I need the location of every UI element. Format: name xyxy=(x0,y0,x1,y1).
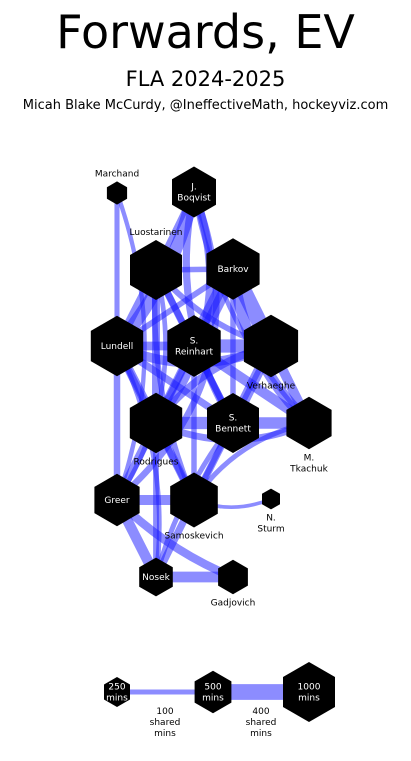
player-barkov: Barkov xyxy=(206,238,260,300)
player-hexagon xyxy=(243,314,299,378)
player-marchand: Marchand xyxy=(95,170,139,205)
player-label: Gadjovich xyxy=(211,598,256,608)
player-label: M.Tkachuk xyxy=(289,453,328,474)
chart-subtitle: FLA 2024-2025 xyxy=(125,67,286,91)
player-sturm: N.Sturm xyxy=(257,488,285,535)
legend-hexagon xyxy=(104,677,130,707)
player-bennett: S.Bennett xyxy=(207,393,259,453)
player-label: S.Reinhart xyxy=(175,337,214,358)
player-hexagon xyxy=(207,393,259,453)
player-hexagon xyxy=(94,473,140,527)
player-label: Barkov xyxy=(217,265,249,275)
player-hexagon xyxy=(286,396,332,450)
player-boqvist: J.Boqvist xyxy=(172,166,216,218)
player-lundell: Lundell xyxy=(90,315,144,377)
player-hexagon xyxy=(172,166,216,218)
player-nosek: Nosek xyxy=(139,557,173,597)
legend-hexagon xyxy=(283,662,335,722)
player-hexagon xyxy=(90,315,144,377)
player-tkachuk: M.Tkachuk xyxy=(286,396,332,474)
player-label: Rodrigues xyxy=(134,457,179,467)
player-luostarinen: Luostarinen xyxy=(130,228,183,300)
player-label: J.Boqvist xyxy=(177,183,211,204)
player-rodrigues: Rodrigues xyxy=(129,392,183,467)
player-hexagon xyxy=(139,557,173,597)
player-hexagon xyxy=(130,240,182,300)
player-verhaeghe: Verhaeghe xyxy=(243,314,299,392)
player-gadjovich: Gadjovich xyxy=(211,559,256,608)
player-label: Samoskevich xyxy=(164,532,223,542)
player-greer: Greer xyxy=(94,473,140,527)
player-hexagon xyxy=(206,238,260,300)
player-reinhart: S.Reinhart xyxy=(167,315,221,377)
player-label: N.Sturm xyxy=(257,514,284,535)
player-label: S.Bennett xyxy=(215,414,251,435)
player-label: Luostarinen xyxy=(130,228,183,238)
player-label: Marchand xyxy=(95,170,139,180)
player-label: Verhaeghe xyxy=(247,382,296,392)
node-layer: MarchandJ.BoqvistLuostarinenBarkovLundel… xyxy=(90,166,332,608)
chart-title: Forwards, EV xyxy=(56,5,355,59)
player-hexagon xyxy=(106,181,128,205)
player-hexagon xyxy=(218,559,248,595)
player-hexagon xyxy=(167,315,221,377)
player-label: Nosek xyxy=(142,573,170,583)
player-label: Lundell xyxy=(101,342,134,352)
player-label: Greer xyxy=(104,496,130,506)
player-samoskevich: Samoskevich xyxy=(164,472,224,542)
chart-credit: Micah Blake McCurdy, @IneffectiveMath, h… xyxy=(22,98,389,113)
player-hexagon xyxy=(129,392,183,454)
legend-hexagon xyxy=(194,670,232,714)
player-hexagon xyxy=(262,488,280,510)
player-hexagon xyxy=(170,472,218,528)
